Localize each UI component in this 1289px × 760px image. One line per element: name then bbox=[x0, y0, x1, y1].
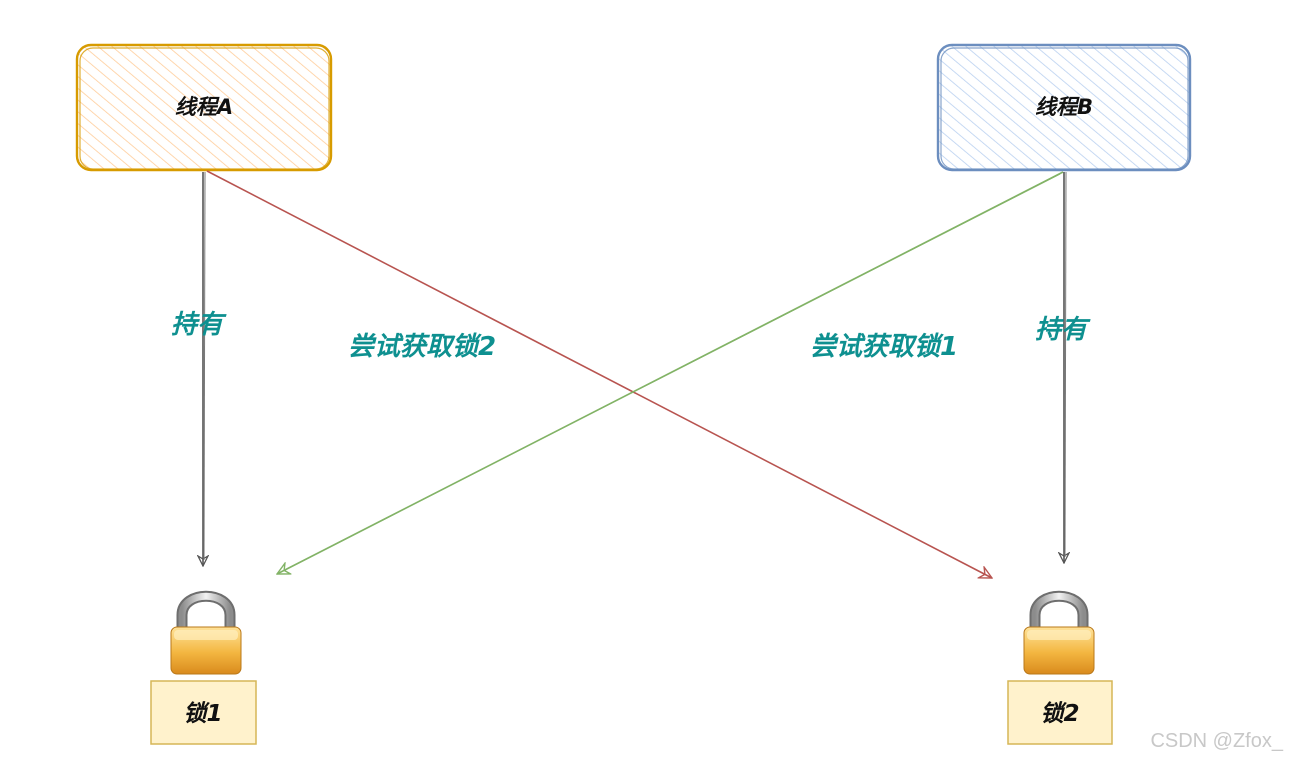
lock-2-label-box bbox=[1007, 680, 1113, 745]
edge-thread-b-tries-lock-1 bbox=[277, 171, 1064, 574]
edge-label-holds-b: 持有 bbox=[1035, 315, 1091, 345]
edge-thread-a-tries-lock-2 bbox=[206, 170, 992, 578]
lock-1-label-box bbox=[150, 680, 257, 745]
thread-a-label: 线程A bbox=[175, 95, 233, 119]
lock-2-node: 锁2 bbox=[1007, 590, 1113, 745]
thread-b-node: 线程B bbox=[936, 43, 1192, 172]
edge-thread-a-holds-lock-1 bbox=[203, 171, 205, 566]
lock-1-label: 锁1 bbox=[183, 701, 222, 727]
lock-2-label: 锁2 bbox=[1040, 701, 1079, 727]
padlock-icon bbox=[1023, 590, 1095, 675]
edge-label-try-lock-1: 尝试获取锁1 bbox=[810, 332, 958, 362]
thread-b-label: 线程B bbox=[1035, 95, 1093, 119]
csdn-watermark: CSDN @Zfox_ bbox=[1150, 730, 1283, 752]
edge-label-try-lock-2: 尝试获取锁2 bbox=[348, 332, 496, 362]
edge-label-holds-a: 持有 bbox=[171, 310, 227, 340]
padlock-icon bbox=[170, 590, 242, 675]
lock-1-node: 锁1 bbox=[150, 590, 257, 745]
edge-thread-b-holds-lock-2 bbox=[1064, 171, 1066, 563]
thread-a-node: 线程A bbox=[75, 43, 333, 172]
